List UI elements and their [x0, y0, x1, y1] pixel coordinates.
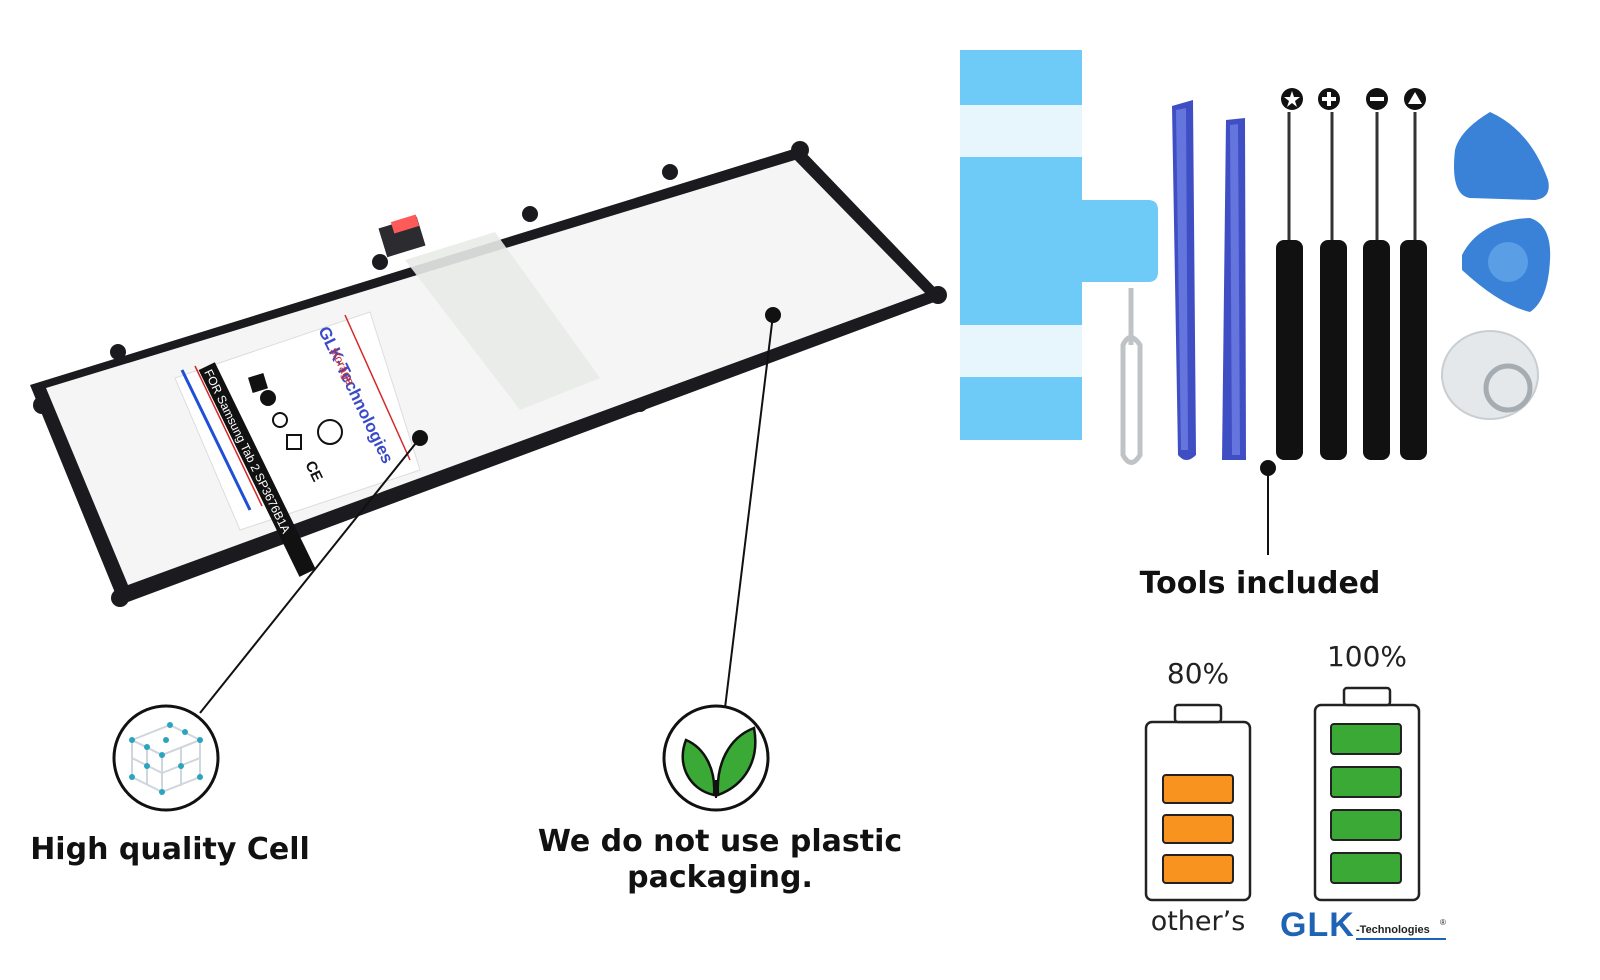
star-head-icon: [1281, 88, 1303, 110]
high-quality-cell-caption: High quality Cell: [30, 832, 310, 867]
pointer-lines: [199, 307, 1276, 714]
battery-pack: GLK-Technologies FOR Samsung Tab 2 SP367…: [30, 141, 947, 607]
glk-percent: 100%: [1326, 640, 1408, 673]
no-plastic-line-2: packaging.: [627, 860, 813, 895]
others-level-segment: [1162, 774, 1234, 804]
leaf-icon: [662, 704, 770, 812]
opening-picks: [1454, 112, 1551, 312]
glk-level-segment: [1330, 809, 1402, 841]
no-plastic-line-1: We do not use plastic: [537, 824, 903, 859]
cube-network-icon: [112, 704, 220, 812]
tools-included-caption: Tools included: [1139, 566, 1381, 601]
others-level-segment: [1162, 854, 1234, 884]
suction-cup: [1441, 330, 1539, 420]
tool-kit: [960, 50, 1551, 465]
screwdrivers: [1276, 88, 1427, 460]
glk-battery-icon: [1313, 686, 1421, 902]
glk-level-segment: [1330, 766, 1402, 798]
glk-brand-main: GLK: [1280, 906, 1355, 944]
glk-brand-underline: [1356, 938, 1446, 940]
spudger-tools: [1172, 100, 1246, 460]
triangle-head-icon: [1404, 88, 1426, 110]
glk-level-segment: [1330, 723, 1402, 755]
others-battery-icon: [1144, 703, 1252, 902]
others-percent: 80%: [1166, 657, 1230, 690]
glk-brand-logo: GLK -Technologies ®: [1280, 904, 1480, 952]
sim-eject-pin: [1120, 288, 1143, 465]
others-level-segment: [1162, 814, 1234, 844]
glk-brand-sub: -Technologies: [1356, 924, 1430, 936]
flat-head-icon: [1366, 88, 1388, 110]
others-label: other’s: [1150, 906, 1246, 937]
phillips-head-icon: [1318, 88, 1340, 110]
glk-level-segment: [1330, 852, 1402, 884]
no-plastic-caption: We do not use plastic packaging.: [520, 824, 920, 896]
adhesive-strip: [960, 50, 1158, 440]
glk-brand-registered: ®: [1440, 918, 1446, 927]
